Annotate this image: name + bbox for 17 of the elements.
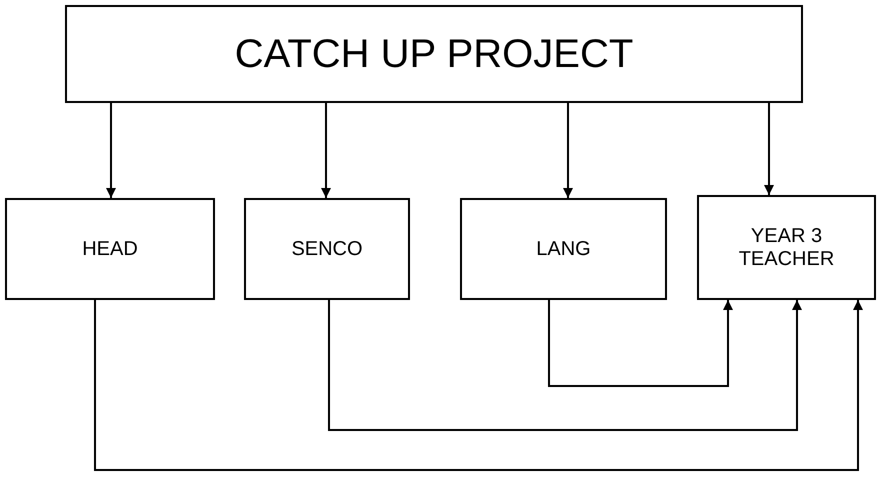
arrow: [321, 103, 331, 198]
role-label: HEAD: [82, 238, 138, 260]
title-text: CATCH UP PROJECT: [234, 32, 634, 76]
title-box: [65, 5, 803, 103]
role-label: LANG: [536, 238, 591, 260]
arrow: [106, 103, 116, 198]
role-label: SENCO: [291, 238, 363, 260]
arrow: [328, 300, 802, 431]
role-label: YEAR 3 TEACHER: [738, 224, 836, 270]
role-box: [244, 198, 410, 300]
arrow: [764, 103, 774, 195]
arrow: [563, 103, 573, 198]
role-box: [697, 195, 876, 300]
arrow: [94, 300, 863, 471]
role-box: [5, 198, 215, 300]
arrow: [548, 300, 733, 387]
role-box: [460, 198, 667, 300]
